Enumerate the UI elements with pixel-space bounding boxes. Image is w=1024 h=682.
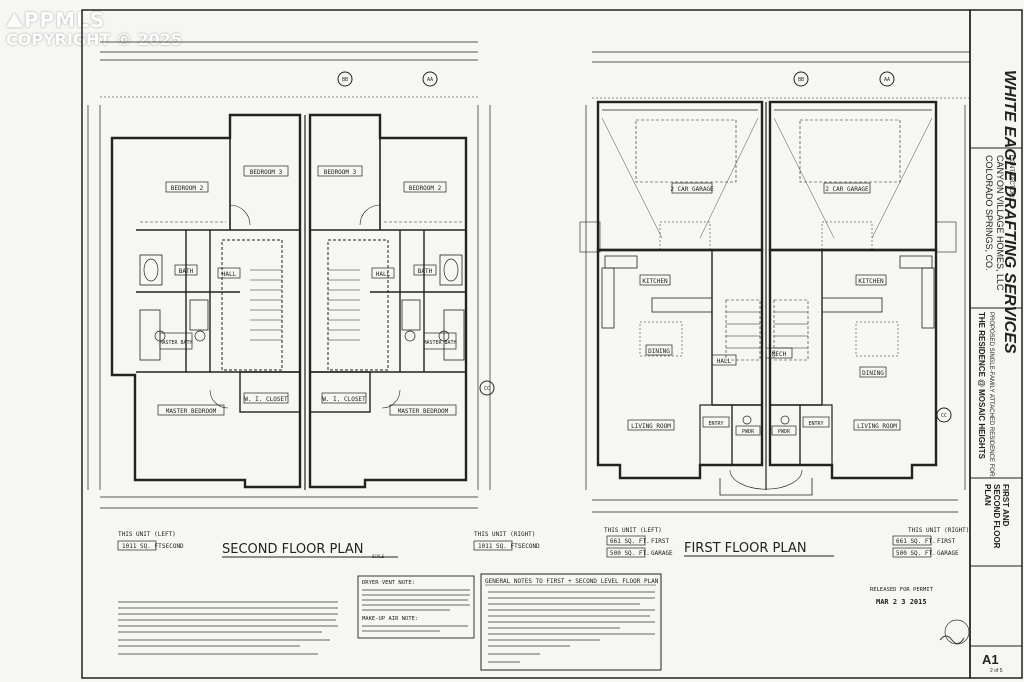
ff-section-marker-bb: BB [798,77,804,83]
title-block-project: PROPOSED SINGLE-FAMILY ATTACHED RESIDENC… [976,312,996,478]
room-label-entry-right: ENTRY [808,421,823,427]
second-floor-plan [87,41,495,509]
sheet-number-text: A1 [982,652,999,667]
ff-unit-left-garage-level: GARAGE [651,550,673,557]
first-floor-plan [579,51,970,513]
room-label-pwdr-left: PWDR [742,429,755,435]
ff-unit-left-garage-sqft: 500 SQ. FT. [610,550,650,557]
sheet-count-text: 2 of 5 [990,668,1003,674]
garage-right [768,100,938,252]
sf-unit-left-level: SECOND [162,543,184,550]
room-label-living-right: LIVING ROOM [857,423,897,430]
project-name: THE RESIDENCE @ MOSAIC HEIGHTS [977,312,986,459]
watermark-copyright: COPYRIGHT © 2025 [6,30,183,49]
room-label-bedroom2-left: BEDROOM 2 [171,185,204,192]
room-label-kitchen-right: KITCHEN [858,278,884,285]
section-marker-bb: BB [342,77,348,83]
title-block-sheet-title: FIRST AND SECOND FLOOR PLAN [983,484,1010,562]
second-floor-title: SECOND FLOOR PLAN [222,542,364,557]
sheet-number: A1 [982,652,999,667]
sf-unit-right-level: SECOND [518,543,540,550]
makeup-air-note-heading: MAKE-UP AIR NOTE: [362,616,418,622]
ppmls-watermark: ⛰PPMLS COPYRIGHT © 2025 [6,8,182,49]
room-label-hall-left: HALL [222,271,237,278]
general-notes-box [480,573,662,671]
ff-unit-left-label: THIS UNIT (LEFT) [604,527,662,534]
room-label-bedroom3-right: BEDROOM 3 [324,169,357,176]
title-block-contractor: CONTRACTOR: CANYON VILLAGE HOMES, LLC CO… [983,155,1016,291]
title-block-border [969,9,1023,679]
ff-unit-right-label: THIS UNIT (RIGHT) [908,527,969,534]
room-label-master-bed-right: MASTER BEDROOM [398,408,449,415]
room-label-pwdr-right: PWDR [778,429,791,435]
watermark-logo-text: PPMLS [23,8,106,32]
room-label-bath-right: BATH [418,268,433,275]
permit-stamp-released: RELEASED FOR PERMIT [870,587,934,593]
ff-unit-right-garage-sqft: 500 SQ. FT. [896,550,936,557]
proposed-label: PROPOSED SINGLE-FAMILY ATTACHED RESIDENC… [988,312,994,478]
room-label-hall-ff: HALL [717,358,732,365]
general-construction-notes [118,601,338,655]
room-label-garage-right: 2 CAR GARAGE [825,186,869,193]
room-label-master-bath-left: MASTER BATH [159,340,192,346]
dryer-vent-note-box [357,575,475,639]
room-label-living-left: LIVING ROOM [631,423,671,430]
room-label-kitchen-left: KITCHEN [642,278,668,285]
ff-unit-left-first-level: FIRST [651,538,669,545]
room-label-mech: MECH [772,351,787,358]
ff-section-marker-aa: AA [884,77,890,83]
ff-section-marker-cc: CC [941,413,947,419]
room-label-wic-right: W. I. CLOSET [322,396,366,403]
ff-unit-right-garage-level: GARAGE [937,550,959,557]
contractor-name: CANYON VILLAGE HOMES, LLC [995,155,1005,291]
room-label-bath-left: BATH [179,268,194,275]
section-marker-aa: AA [427,77,433,83]
contractor-label: CONTRACTOR: [1008,155,1014,199]
dryer-vent-note-heading: DRYER VENT NOTE: [362,580,415,586]
sheet-title-text: FIRST AND SECOND FLOOR PLAN [983,484,1010,549]
room-label-dining-right: DINING [862,370,884,377]
ff-unit-left-first-sqft: 661 SQ. FT. [610,538,650,545]
room-label-entry-left: ENTRY [708,421,723,427]
sf-unit-left-sqft: 1011 SQ. FT. [122,543,165,550]
ff-unit-right-first-sqft: 661 SQ. FT. [896,538,936,545]
signature-mark [939,635,965,644]
ff-unit-right-first-level: FIRST [937,538,955,545]
mountain-logo-icon: ⛰ [6,8,24,32]
room-label-master-bath-right: MASTER BATH [423,340,456,346]
room-label-hall-right: HALL [376,271,391,278]
first-floor-title: FIRST FLOOR PLAN [684,541,807,556]
garage-left [596,100,764,252]
sf-unit-left-label: THIS UNIT (LEFT) [118,531,176,538]
room-label-bedroom2-right: BEDROOM 2 [409,185,442,192]
room-label-wic-left: W. I. CLOSET [244,396,288,403]
sheet-count: 2 of 5 [990,668,1003,674]
section-marker-cc: CC [484,386,490,392]
sf-unit-right-label: THIS UNIT (RIGHT) [474,531,535,538]
room-label-dining-left: DINING [648,348,670,355]
room-label-garage-left: 2 CAR GARAGE [670,186,714,193]
permit-stamp-date: MAR 2 3 2015 [876,598,927,606]
sf-unit-right-sqft: 1011 SQ. FT. [478,543,521,550]
contractor-city: COLORADO SPRINGS, CO. [984,155,994,271]
general-notes-heading: GENERAL NOTES TO FIRST + SECOND LEVEL FL… [485,578,659,585]
room-label-bedroom3-left: BEDROOM 3 [250,169,283,176]
room-label-master-bed-left: MASTER BEDROOM [166,408,217,415]
